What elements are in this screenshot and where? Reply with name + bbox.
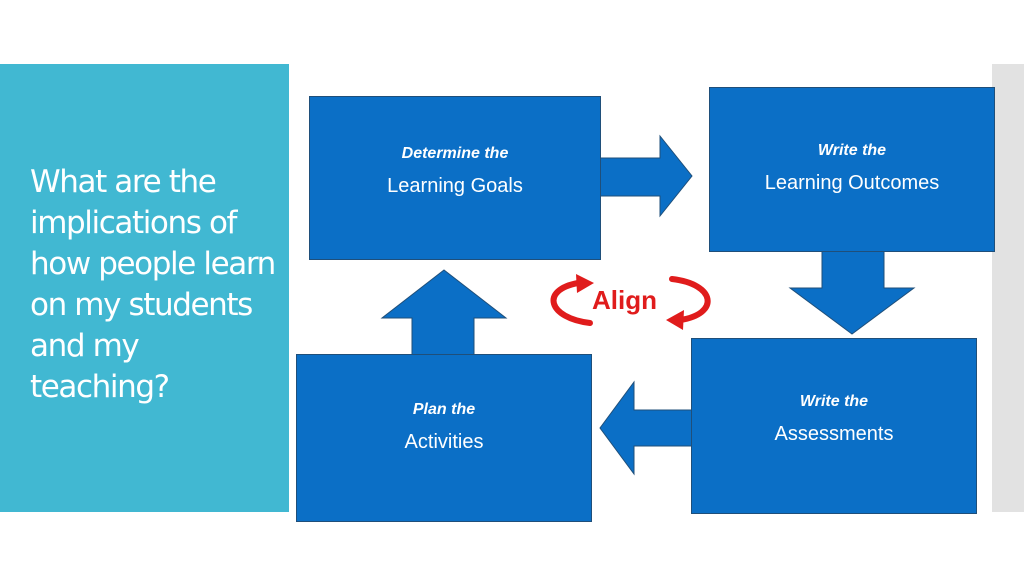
cycle-arrows-icon	[550, 276, 711, 326]
arrow-up-icon	[380, 269, 508, 357]
title-panel	[0, 64, 289, 512]
box-activities: Plan the Activities	[296, 354, 592, 522]
box-heading: Learning Goals	[387, 175, 523, 197]
box-caption: Determine the	[401, 145, 509, 162]
box-caption: Write the	[799, 393, 869, 410]
box-caption: Plan the	[412, 401, 476, 418]
align-label: Align	[592, 285, 657, 315]
box-heading: Learning Outcomes	[764, 172, 940, 194]
arrow-down-icon	[788, 249, 916, 335]
slide-title: What are the implications of how people …	[30, 164, 276, 405]
box-learning-outcomes: Write the Learning Outcomes	[709, 87, 995, 252]
box-caption: Write the	[817, 142, 887, 159]
arrow-right-icon	[597, 134, 693, 218]
right-edge-strip	[992, 64, 1024, 512]
arrow-left-icon	[599, 380, 693, 476]
box-heading: Activities	[404, 431, 484, 453]
box-learning-goals: Determine the Learning Goals	[309, 96, 601, 260]
box-heading: Assessments	[774, 423, 894, 445]
box-assessments: Write the Assessments	[691, 338, 977, 514]
